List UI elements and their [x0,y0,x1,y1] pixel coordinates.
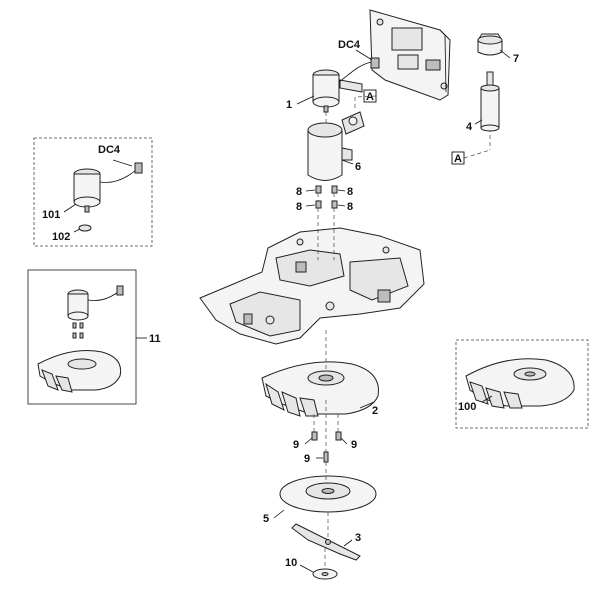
screw [331,185,338,194]
screw [323,451,329,463]
cutting-deck-2 [261,361,379,417]
callout-102: 102 [52,231,70,243]
leader-lines [63,49,511,573]
screw [311,431,318,441]
height-shaft-4 [480,71,500,132]
callout-8: 8 [296,201,302,213]
motor-101 [73,168,101,213]
cutting-disc-5 [279,475,377,513]
inset-box-deck-assembly [27,269,137,405]
motor-101-cable [99,169,137,183]
callout-7: 7 [513,53,519,65]
screws-8 [315,185,338,209]
washer-102 [78,224,92,232]
inset-box-motor-kit [33,137,153,247]
callout-101: 101 [42,209,60,221]
callout-9: 9 [351,439,357,451]
callout-100: 100 [458,401,476,413]
chassis-frame [199,227,425,345]
screw [315,200,322,209]
motor-housing-6 [307,111,365,181]
cutting-deck-100 [465,358,575,409]
callout-8: 8 [296,186,302,198]
callout-9: 9 [304,453,310,465]
screws-9 [311,431,342,463]
callout-8: 8 [347,186,353,198]
dc4-inset-connector [134,162,143,174]
callout-dc4-inset: DC4 [98,144,121,156]
callout-5: 5 [263,513,269,525]
ref-line-bottom [463,149,491,159]
inset-box-deck-100 [455,339,589,429]
callout-9: 9 [293,439,299,451]
motor-cable [338,61,373,83]
blade-plate-10 [312,568,338,580]
ref-line-top [354,95,377,98]
callout-2: 2 [372,405,378,417]
callout-8: 8 [347,201,353,213]
screw [331,200,338,209]
deck-assembly-11 [37,285,124,393]
motor-1 [312,69,363,113]
callout-10: 10 [285,557,297,569]
screw [315,185,322,194]
dc4-connector [370,57,380,69]
callout-dc4: DC4 [338,39,361,51]
screw [335,431,342,441]
ref-box-a-bottom: A [451,151,465,165]
assembly-axis-lines [313,97,491,568]
ref-label: A [454,153,462,165]
circuit-board [369,9,451,101]
callout-1: 1 [286,99,292,111]
callout-3: 3 [355,532,361,544]
blade-3 [291,523,361,561]
callout-4: 4 [466,121,473,133]
callout-11: 11 [149,333,161,345]
callout-6: 6 [355,161,361,173]
adjust-knob-7 [477,33,503,56]
ref-label: A [366,91,374,103]
callout-labels: 1 DC4 6 7 4 8 8 8 8 2 9 9 9 5 3 10 DC4 1… [42,39,519,569]
